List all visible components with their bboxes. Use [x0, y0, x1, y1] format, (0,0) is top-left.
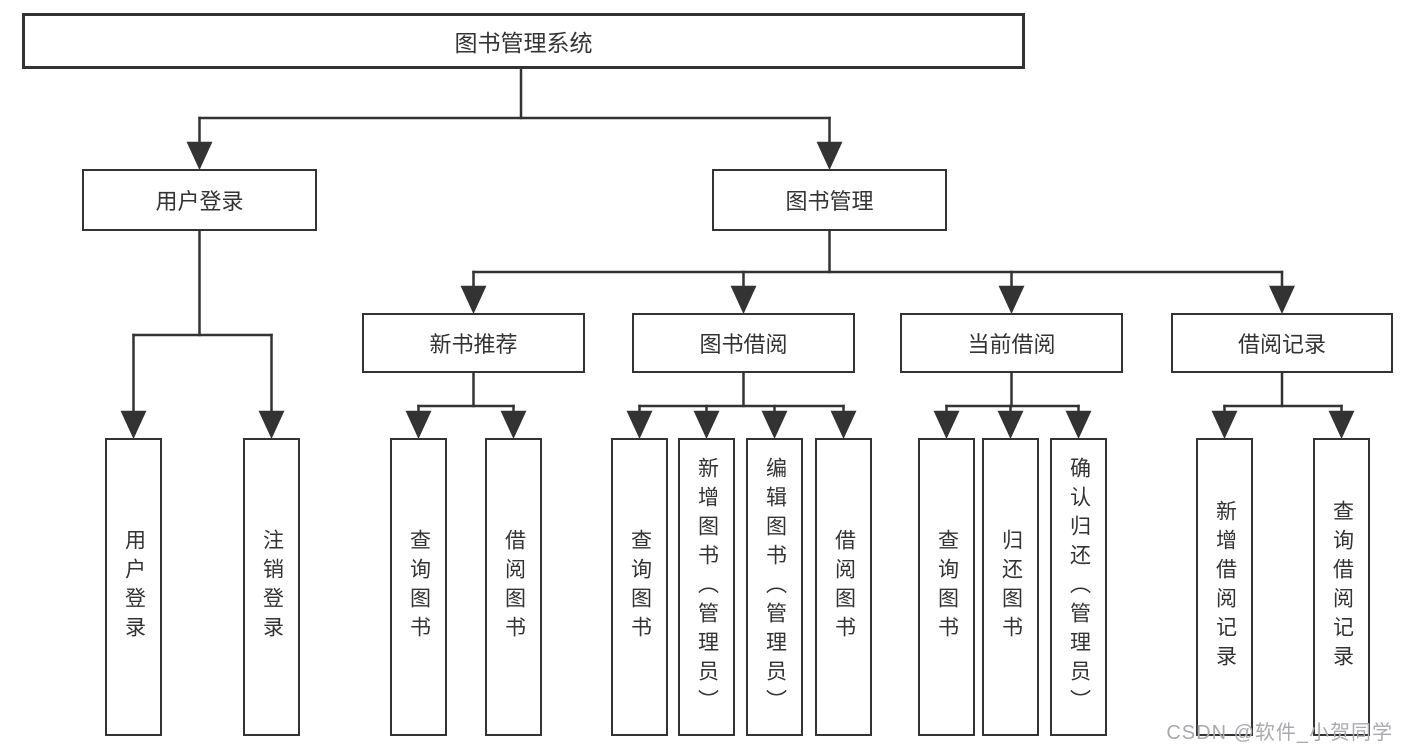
node-leaf-query-borrow-record: 查询借阅记录 — [1313, 438, 1370, 736]
node-leaf-add-books-admin: 新增图书（管理员） — [678, 438, 735, 736]
node-leaf-add-borrow-record: 新增借阅记录 — [1196, 438, 1253, 736]
connector-current-borrow-children — [933, 371, 1092, 440]
connector-user-login-children — [120, 229, 285, 440]
node-book-borrow: 图书借阅 — [632, 313, 855, 373]
node-book-management: 图书管理 — [712, 169, 947, 231]
connector-borrow-records-children — [1211, 371, 1355, 440]
node-new-book-recommend: 新书推荐 — [362, 313, 585, 373]
node-leaf-logout: 注销登录 — [243, 438, 300, 736]
node-root-library-system: 图书管理系统 — [22, 13, 1025, 69]
node-leaf-query-books-recommend: 查询图书 — [390, 438, 447, 736]
node-borrow-records: 借阅记录 — [1171, 313, 1393, 373]
node-leaf-borrow-books-recommend: 借阅图书 — [485, 438, 542, 736]
csdn-watermark: CSDN @软件_小贺同学 — [1166, 722, 1393, 744]
node-leaf-user-login: 用户登录 — [105, 438, 162, 736]
node-leaf-query-books-current: 查询图书 — [918, 438, 975, 736]
node-leaf-edit-books-admin: 编辑图书（管理员） — [746, 438, 803, 736]
node-leaf-borrow-books: 借阅图书 — [815, 438, 872, 736]
node-user-login: 用户登录 — [82, 169, 317, 231]
node-leaf-return-books: 归还图书 — [982, 438, 1039, 736]
node-leaf-confirm-return-admin: 确认归还（管理员） — [1050, 438, 1107, 736]
connector-book-borrow-children — [626, 371, 857, 440]
node-current-borrow: 当前借阅 — [900, 313, 1123, 373]
connector-new-book-recommend-children — [405, 371, 527, 440]
node-leaf-query-books-borrow: 查询图书 — [611, 438, 668, 736]
connector-root-to-level2 — [186, 67, 843, 171]
connector-book-management-children — [460, 229, 1295, 315]
